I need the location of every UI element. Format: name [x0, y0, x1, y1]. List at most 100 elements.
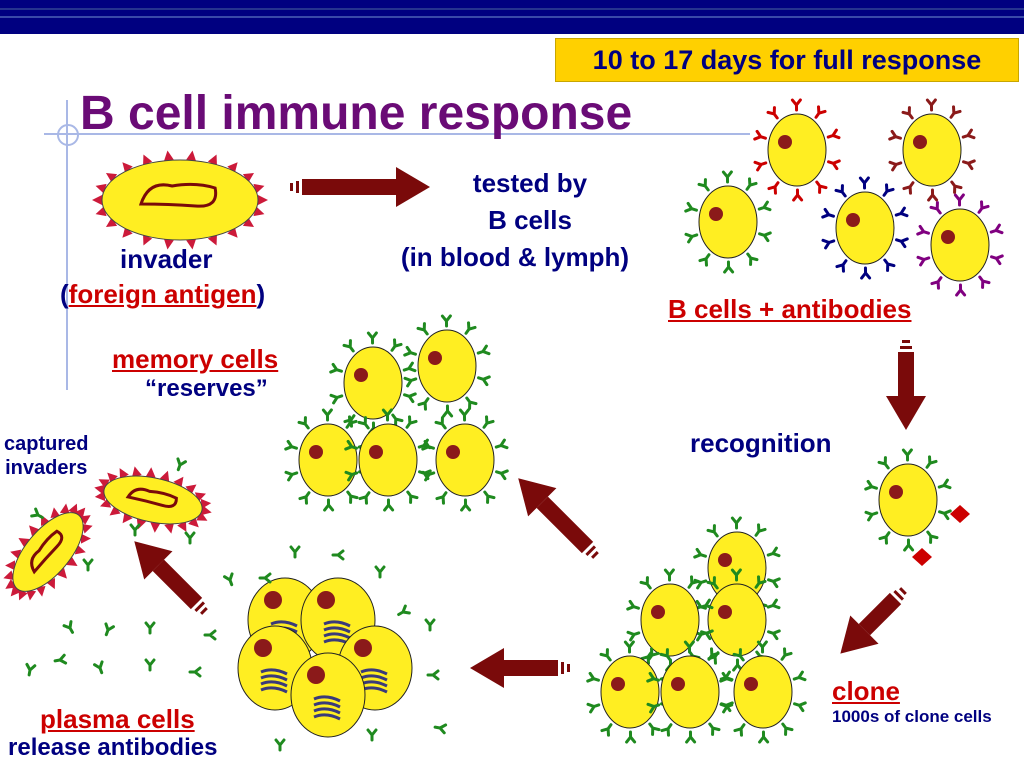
antibody-icon [329, 362, 345, 377]
antibody-icon [893, 206, 909, 221]
antibody-icon [791, 670, 807, 685]
antibody-icon [357, 416, 373, 432]
antibody-icon [765, 626, 781, 641]
antibody-icon [753, 129, 769, 144]
antibody-icon [879, 183, 895, 200]
antibody-icon [756, 200, 772, 215]
antibody-icon [342, 415, 358, 432]
antibody-icon [426, 669, 440, 681]
antigen-fragment-icon [912, 548, 932, 566]
b-cell-memory-icon [403, 314, 491, 418]
memory-subtitle: “reserves” [145, 375, 268, 402]
antibody-icon [459, 498, 472, 512]
antibody-icon [424, 618, 436, 632]
antibody-icon [52, 653, 68, 667]
captured-invaders-label: captured invaders [4, 433, 89, 479]
antibody-icon [877, 456, 893, 472]
antibody-icon [953, 193, 966, 207]
b-cell-clone-icon [646, 640, 734, 744]
foreign-antigen-label: (foreign antigen) [60, 279, 266, 309]
decorative-horizontal-line [44, 133, 750, 135]
antibody-icon [859, 266, 872, 280]
antibody-icon [289, 545, 301, 559]
antibody-icon [475, 344, 491, 359]
antibody-icon [493, 466, 509, 481]
antibody-icon [901, 106, 917, 122]
antibody-icon [274, 738, 286, 752]
antibody-icon [778, 720, 794, 736]
antibody-icon [698, 250, 714, 267]
antibody-icon [835, 256, 851, 273]
antibody-icon [946, 105, 962, 122]
antigen-fragment-icon [950, 505, 970, 523]
antibody-icon [188, 666, 202, 678]
antibody-icon [480, 488, 496, 504]
antibody-icon [988, 223, 1004, 238]
antibody-icon [101, 622, 115, 638]
antibody-icon [936, 506, 952, 521]
b-cell-memory-icon [329, 331, 417, 435]
tested-by-label: tested by B cells (in blood & lymph) [400, 168, 630, 272]
antibody-icon [173, 457, 187, 473]
antibody-icon [988, 251, 1004, 266]
antibody-icon [458, 408, 471, 422]
antibody-icon [821, 207, 837, 222]
antibody-icon [660, 720, 676, 737]
flow-arrow-icon [290, 167, 430, 207]
antibody-icon [705, 720, 721, 736]
antibody-icon [888, 129, 904, 144]
b-cell-clone-icon [586, 640, 674, 744]
antibody-icon [342, 339, 358, 355]
antibody-icon [387, 338, 403, 355]
b-cell-recognition-icon [864, 448, 952, 552]
antibody-icon [626, 627, 642, 642]
clone-subtitle: 1000s of clone cells [832, 707, 992, 726]
b-cell-clone-icon [719, 640, 807, 744]
antibody-icon [440, 314, 453, 328]
antibody-icon [791, 188, 804, 202]
antibody-icon [435, 488, 451, 505]
antibody-icon [722, 260, 735, 274]
antibody-icon [864, 479, 880, 494]
antibody-icon [858, 176, 871, 190]
antibody-icon [129, 523, 141, 537]
antibody-icon [284, 467, 300, 482]
antibody-icon [825, 156, 841, 171]
antibody-icon [706, 524, 722, 540]
antibody-icon [321, 408, 334, 422]
antibody-icon [184, 531, 196, 545]
antibody-icon [721, 170, 734, 184]
b-cells-antibodies-label: B cells + antibodies [668, 294, 912, 324]
antibody-icon [767, 178, 783, 195]
antibody-icon [975, 273, 991, 289]
antibody-icon [742, 177, 758, 194]
b-cell-memory-icon [421, 408, 509, 512]
antibody-icon [626, 599, 642, 614]
antibody-icon [777, 647, 793, 664]
antibody-icon [600, 720, 616, 737]
antibody-icon [403, 345, 419, 360]
antibody-icon [765, 598, 781, 613]
antibody-icon [639, 576, 655, 592]
b-cell-clone-icon [693, 516, 781, 620]
antibody-icon [751, 523, 767, 540]
plasma-cell-icon [290, 652, 366, 738]
antibody-icon [416, 322, 432, 338]
memory-cells-label: memory cells [112, 344, 279, 374]
antibody-icon [144, 658, 156, 672]
antibody-icon [684, 730, 697, 744]
antibody-icon [697, 178, 713, 194]
flow-arrow-icon [886, 340, 926, 430]
antibody-icon [461, 321, 477, 338]
antibody-icon [586, 671, 602, 686]
antibody-icon [322, 498, 335, 512]
antibody-icon [756, 640, 769, 654]
antibody-icon [62, 620, 78, 636]
antibody-icon [880, 256, 896, 272]
antibody-icon [757, 730, 770, 744]
b-cell-clone-icon [626, 568, 714, 672]
captured-antigen-icon [3, 503, 93, 601]
antibody-icon [893, 234, 909, 249]
antibody-icon [791, 698, 807, 713]
invader-label: invader [120, 244, 213, 274]
